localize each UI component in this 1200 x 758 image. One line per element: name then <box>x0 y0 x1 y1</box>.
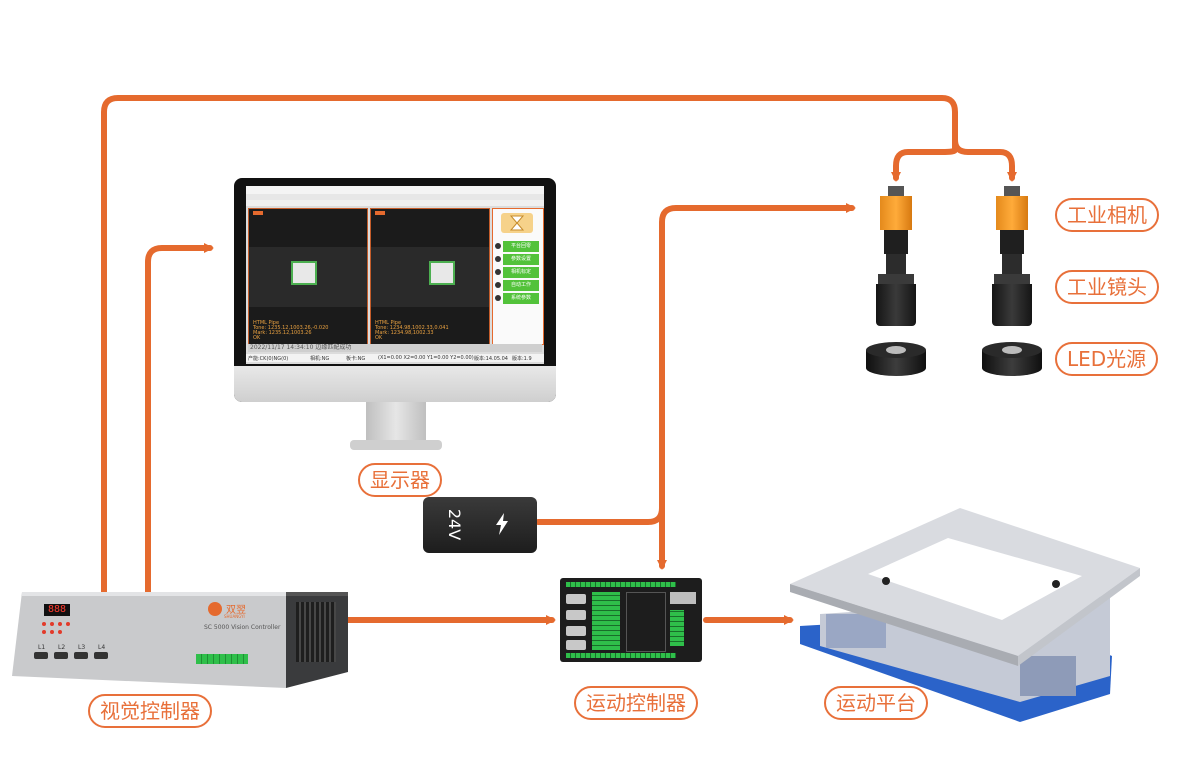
label-monitor: 显示器 <box>358 463 442 497</box>
brand-logo-icon <box>208 602 222 616</box>
lightning-icon <box>495 513 509 539</box>
label-vision-controller: 视觉控制器 <box>88 694 212 728</box>
mark-box-right <box>429 261 455 285</box>
port-label-l2: L2 <box>58 644 66 651</box>
port-label-l4: L4 <box>98 644 106 651</box>
monitor-stand <box>366 402 426 442</box>
mark-box-left <box>291 261 317 285</box>
vision-controller: 888 L1 L2 L3 L4 双翌 SHUANGYI SC 5000 Visi… <box>12 592 348 688</box>
indicator-leds <box>42 622 72 636</box>
port-label-l3: L3 <box>78 644 86 651</box>
label-led-light: LED光源 <box>1055 342 1159 376</box>
monitor-screen: HTML Pipe Tone: 1235.12,1003.26,-0.020 M… <box>246 186 544 364</box>
brand-name: 双翌 <box>226 605 246 616</box>
panel-button-calib[interactable]: 相机标定 <box>495 267 539 278</box>
power-supply-24v: 24V <box>423 497 537 553</box>
segment-display: 888 <box>44 604 70 616</box>
line-branch-camera-right <box>952 137 1017 182</box>
panel-button-home[interactable]: 平台回零 <box>495 241 539 252</box>
led-light-left <box>866 342 926 376</box>
label-motion-platform: 运动平台 <box>824 686 928 720</box>
terminal-block <box>196 654 248 664</box>
line-controller-to-monitor <box>145 243 214 595</box>
motion-controller <box>560 578 702 662</box>
port-label-l1: L1 <box>38 644 46 651</box>
control-panel: 平台回零 参数设置 相机标定 自动工作 系统参数 <box>492 208 544 345</box>
led-light-right <box>982 342 1042 376</box>
line-power <box>535 203 856 525</box>
panel-button-auto[interactable]: 自动工作 <box>495 280 539 291</box>
panel-button-system[interactable]: 系统参数 <box>495 293 539 304</box>
brand-name-en: SHUANGYI <box>224 614 245 619</box>
label-industrial-camera: 工业相机 <box>1055 198 1159 232</box>
power-voltage: 24V <box>445 508 465 541</box>
log-text: 2022/11/17 14:34:10 边缘匹配成功 <box>250 344 352 351</box>
monitor-base <box>350 440 442 450</box>
camera-view-right: HTML Pipe Tone: 1234.98,1002.33,0.041 Ma… <box>370 208 490 345</box>
line-controller-to-cameras <box>101 95 958 595</box>
label-motion-controller: 运动控制器 <box>574 686 698 720</box>
model-name: SC 5000 Vision Controller <box>204 624 281 631</box>
motion-platform <box>790 506 1152 728</box>
camera-view-left: HTML Pipe Tone: 1235.12,1003.26,-0.020 M… <box>248 208 368 345</box>
monitor: HTML Pipe Tone: 1235.12,1003.26,-0.020 M… <box>234 178 556 402</box>
hourglass-icon <box>501 213 533 233</box>
label-industrial-lens: 工业镜头 <box>1055 270 1159 304</box>
panel-button-params[interactable]: 参数设置 <box>495 254 539 265</box>
